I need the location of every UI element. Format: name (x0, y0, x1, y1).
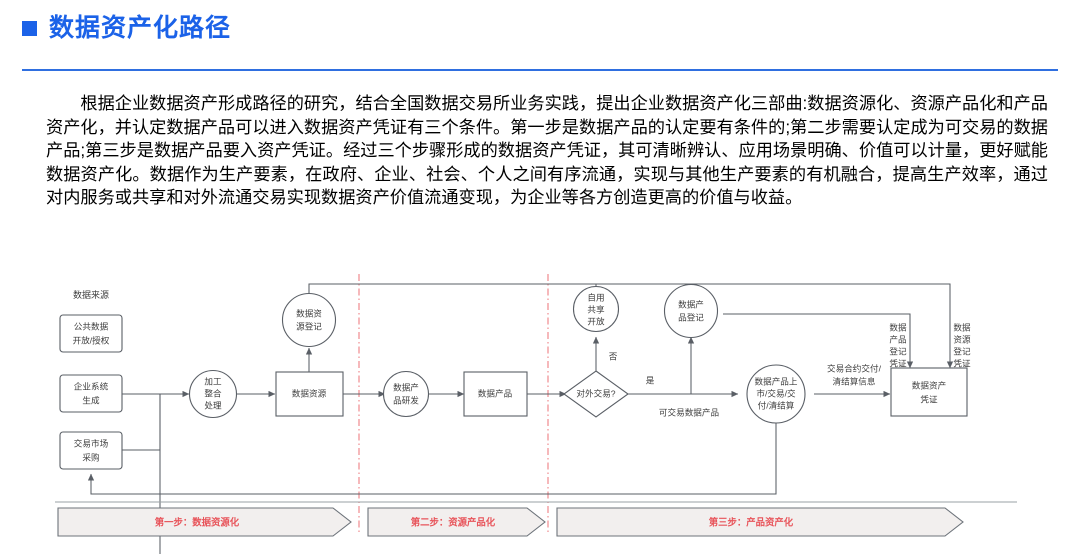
node-processing-line2: 整合 (204, 387, 222, 398)
node-self-use-share-open: 自用 共享 开放 (572, 285, 620, 333)
edge-label-resource-registration-certificate: 数据 资源 登记 凭证 (953, 321, 971, 368)
node-data-resource: 数据资源 (275, 371, 344, 417)
node-self-use-line1: 自用 (587, 291, 604, 302)
title-row: 数据资产化路径 (22, 16, 231, 41)
connector-product-registration-to-certificate (723, 313, 914, 369)
node-product-registration-line1: 数据产 (678, 298, 704, 309)
edge-label-prodcert-line4: 凭证 (889, 357, 907, 368)
stage-band-1[interactable]: 第一步：数据资源化 (57, 507, 352, 537)
node-market-purchase-line1: 交易市场 (74, 437, 109, 448)
node-product-registration-line2: 品登记 (678, 312, 704, 322)
stage-band-2-label: 第二步：资源产品化 (411, 516, 496, 527)
node-market-purchase: 交易市场 采购 (59, 431, 123, 470)
connector-market-to-bus (122, 394, 161, 451)
edge-label-no: 否 (609, 351, 618, 361)
node-processing-line3: 处理 (204, 399, 222, 410)
edge-label-contract-delivery-line1: 交易合约交付/ (827, 362, 882, 373)
slide-header: 数据资产化路径 (0, 0, 1080, 72)
header-divider-line (22, 69, 1058, 71)
node-listing-trade-settlement: 数据产品上 市/交易/交 付/清结算 (746, 364, 806, 424)
page-title: 数据资产化路径 (49, 14, 232, 42)
group-label-data-sources: 数据来源 (73, 289, 109, 300)
node-data-product: 数据产品 (463, 371, 528, 417)
node-self-use-line3: 开放 (587, 315, 605, 326)
stage-band-2[interactable]: 第二步：资源产品化 (367, 507, 546, 537)
edge-label-rescert-line2: 资源 (953, 334, 971, 344)
node-asset-certificate-line2: 凭证 (920, 393, 938, 404)
node-self-use-line2: 共享 (587, 303, 605, 314)
node-resource-registration-line1: 数据资 (296, 307, 322, 318)
node-processing-line1: 加工 (204, 376, 222, 386)
node-product-rnd-line1: 数据产 (393, 381, 419, 392)
connector-resource-registration-to-certificate (308, 283, 954, 369)
edge-label-prodcert-line1: 数据 (889, 321, 907, 332)
node-product-registration: 数据产 品登记 (663, 283, 719, 339)
node-listing-line2: 市/交易/交 (756, 387, 796, 398)
node-processing: 加工 整合 处理 (188, 369, 238, 419)
node-product-rnd: 数据产 品研发 (382, 370, 430, 418)
stage-band-3[interactable]: 第三步：产品资产化 (556, 507, 964, 537)
connector-bottom-feedback-loop (87, 422, 777, 495)
node-decision-label: 对外交易? (576, 387, 615, 398)
node-public-data: 公共数据 开放/授权 (59, 314, 123, 353)
node-public-data-line2: 开放/授权 (73, 334, 110, 345)
node-data-resource-label: 数据资源 (292, 387, 327, 398)
connector-top-feedback-loop (595, 283, 950, 306)
node-enterprise-system-line1: 企业系统 (74, 380, 109, 391)
connector-public-to-bus (159, 394, 161, 554)
node-enterprise-system-line2: 生成 (82, 394, 100, 405)
node-data-product-label: 数据产品 (478, 387, 512, 398)
edge-label-prodcert-line2: 产品 (889, 333, 906, 344)
node-asset-certificate: 数据资产 凭证 (890, 367, 968, 417)
square-bullet-icon (22, 21, 37, 36)
edge-label-yes: 是 (646, 375, 655, 385)
body-paragraph: 根据企业数据资产形成路径的研究，结合全国数据交易所业务实践，提出企业数据资产化三… (46, 93, 1048, 207)
node-listing-line1: 数据产品上 (755, 375, 798, 386)
node-public-data-line1: 公共数据 (74, 320, 109, 331)
node-asset-certificate-line1: 数据资产 (912, 379, 946, 390)
edge-label-prodcert-line3: 登记 (889, 346, 907, 356)
node-resource-registration: 数据资 源登记 (281, 292, 337, 348)
edge-label-product-registration-certificate: 数据 产品 登记 凭证 (889, 321, 907, 368)
flow-diagram: 数据来源 公共数据 开放/授权 企业系统 生成 交易市场 采购 加工 (0, 236, 1080, 554)
edge-label-rescert-line3: 登记 (953, 346, 971, 356)
node-listing-line3: 付/清结算 (758, 399, 795, 410)
node-enterprise-system: 企业系统 生成 (59, 374, 123, 413)
node-decision-external-trade: 对外交易? (563, 370, 629, 418)
edge-label-rescert-line1: 数据 (953, 321, 971, 332)
stage-band-3-label: 第三步：产品资产化 (709, 516, 794, 527)
edge-label-tradable-product: 可交易数据产品 (659, 406, 719, 417)
node-market-purchase-line2: 采购 (82, 451, 99, 462)
edge-label-contract-delivery-line2: 清结算信息 (833, 375, 876, 386)
edge-label-rescert-line4: 凭证 (953, 357, 971, 368)
node-product-rnd-line2: 品研发 (393, 394, 419, 405)
node-resource-registration-line2: 源登记 (296, 321, 322, 331)
stage-band-1-label: 第一步：数据资源化 (155, 516, 240, 527)
